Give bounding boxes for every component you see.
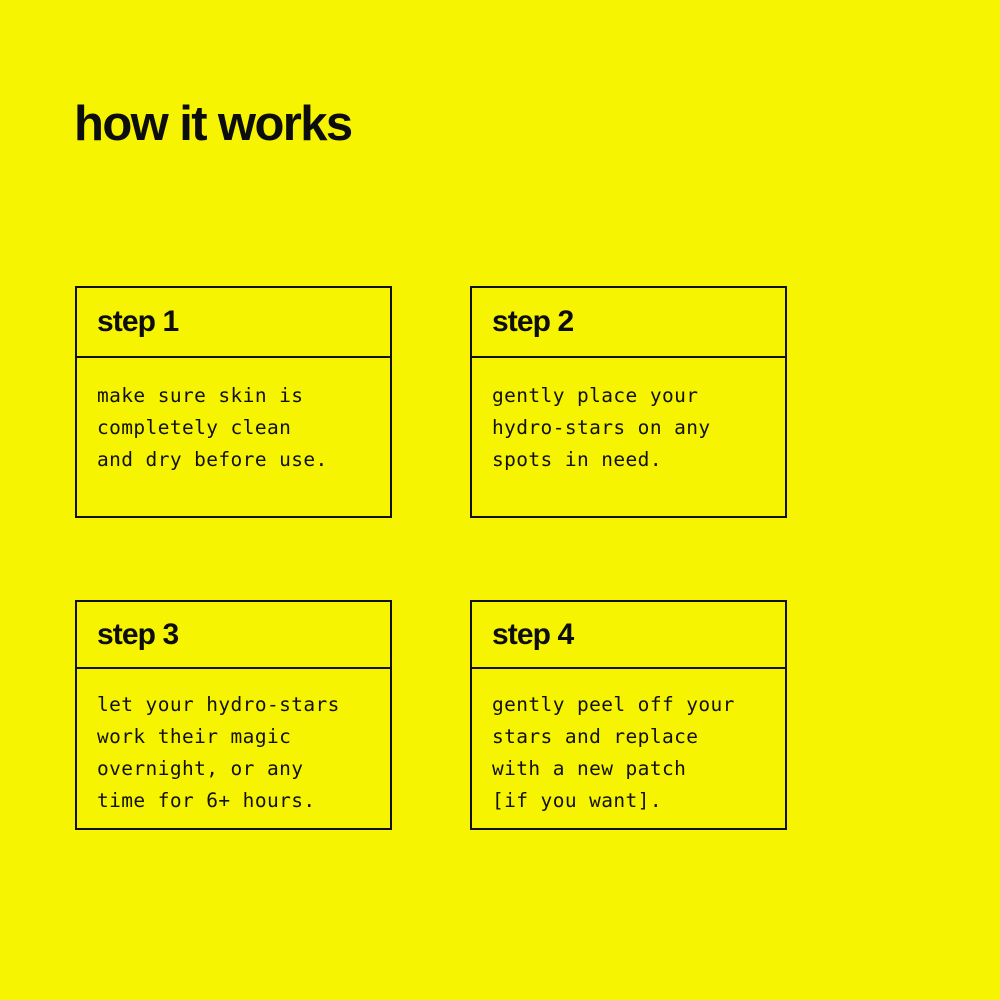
step-card-3-body-line: overnight, or any bbox=[97, 757, 304, 780]
step-card-3-body: let your hydro-stars work their magic ov… bbox=[77, 669, 390, 817]
step-card-4-body-line: gently peel off your bbox=[492, 693, 735, 716]
step-card-1-body-line: and dry before use. bbox=[97, 448, 328, 471]
step-card-2-body-line: hydro-stars on any bbox=[492, 416, 711, 439]
step-card-4-header-label: step 4 bbox=[492, 617, 574, 651]
step-card-1: step 1 make sure skin is completely clea… bbox=[75, 286, 392, 518]
step-card-1-body-line: make sure skin is bbox=[97, 384, 304, 407]
step-card-4-body-line: [if you want]. bbox=[492, 789, 662, 812]
step-card-2-body-line: spots in need. bbox=[492, 448, 662, 471]
step-card-1-header-label: step 1 bbox=[97, 305, 179, 338]
step-card-3-body-line: work their magic bbox=[97, 725, 292, 748]
step-card-4: step 4 gently peel off your stars and re… bbox=[470, 600, 787, 830]
step-card-1-header: step 1 bbox=[77, 288, 390, 358]
step-card-2: step 2 gently place your hydro-stars on … bbox=[470, 286, 787, 518]
step-card-2-header-label: step 2 bbox=[492, 305, 574, 338]
step-card-1-body-line: completely clean bbox=[97, 416, 292, 439]
page-title: how it works bbox=[74, 97, 353, 151]
step-card-4-body-line: with a new patch bbox=[492, 757, 687, 780]
step-card-3-body-line: time for 6+ hours. bbox=[97, 789, 316, 812]
step-card-3-header-label: step 3 bbox=[97, 617, 179, 651]
step-card-4-body-line: stars and replace bbox=[492, 725, 699, 748]
step-card-4-body: gently peel off your stars and replace w… bbox=[472, 669, 785, 817]
step-card-1-body: make sure skin is completely clean and d… bbox=[77, 358, 390, 476]
step-card-2-body: gently place your hydro-stars on any spo… bbox=[472, 358, 785, 476]
step-card-2-header: step 2 bbox=[472, 288, 785, 358]
step-card-2-body-line: gently place your bbox=[492, 384, 699, 407]
step-card-3-header: step 3 bbox=[77, 602, 390, 669]
step-card-4-header: step 4 bbox=[472, 602, 785, 669]
step-card-3-body-line: let your hydro-stars bbox=[97, 693, 340, 716]
step-card-3: step 3 let your hydro-stars work their m… bbox=[75, 600, 392, 830]
